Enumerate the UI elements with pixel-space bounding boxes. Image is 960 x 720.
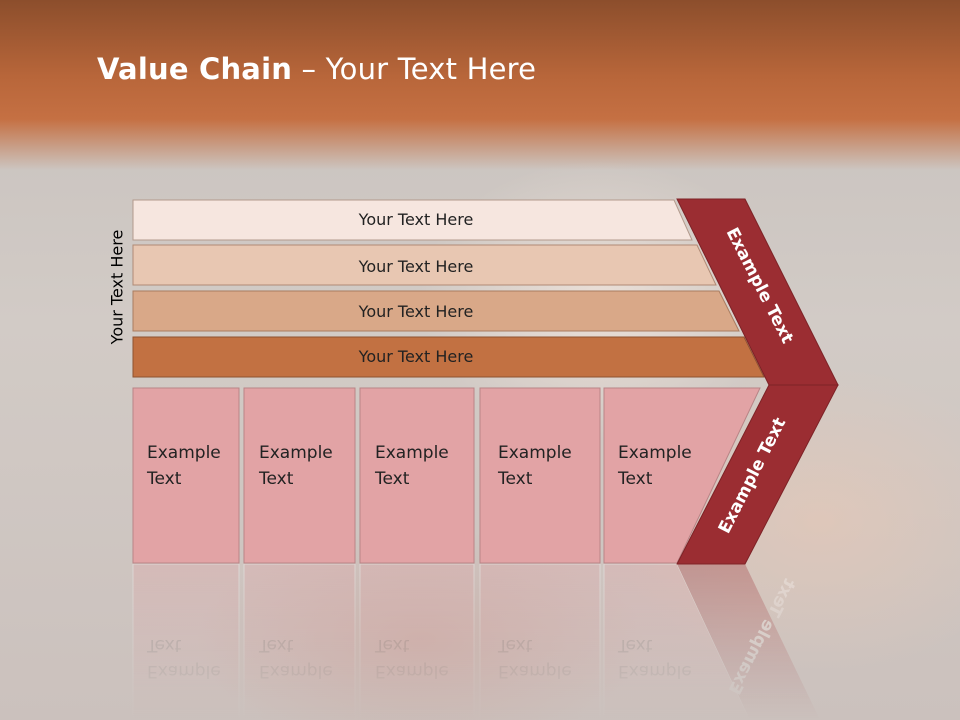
reflect-text-7: Example xyxy=(498,661,572,681)
reflect-cell-4 xyxy=(479,564,601,720)
cell-1-line2: Text xyxy=(147,469,182,489)
title-rest: – Your Text Here xyxy=(292,52,537,86)
cell-3-line2: Text xyxy=(375,469,410,489)
cell-1-line1: Example xyxy=(147,443,221,463)
cell-2-line1: Example xyxy=(259,443,333,463)
reflect-cell-5 xyxy=(603,564,751,720)
reflect-cell-3 xyxy=(359,564,475,720)
reflect-text-2: Text xyxy=(146,635,182,655)
band-2[interactable] xyxy=(132,244,717,286)
reflect-text-1: Example xyxy=(147,661,221,681)
cell-1[interactable] xyxy=(132,387,240,564)
reflect-text-6: Text xyxy=(374,635,410,655)
slide-title: Value Chain – Your Text Here xyxy=(97,52,536,86)
cell-5-line2: Text xyxy=(618,469,653,489)
reflect-text-8: Text xyxy=(497,635,533,655)
reflect-cell-2 xyxy=(243,564,356,720)
cell-4-line1: Example xyxy=(498,443,572,463)
reflection-shapes: Example Text Example Text Example Text E… xyxy=(132,564,820,720)
band-2-label: Your Text Here xyxy=(358,257,474,276)
diagram-reflection: Example Text Example Text Example Text E… xyxy=(0,564,960,720)
reflect-cell-1 xyxy=(132,564,240,720)
band-1[interactable] xyxy=(132,199,693,241)
reflect-text-4: Text xyxy=(258,635,294,655)
band-4[interactable] xyxy=(132,336,765,378)
cell-5-line1: Example xyxy=(618,443,692,463)
cell-2-line2: Text xyxy=(259,469,294,489)
band-3-label: Your Text Here xyxy=(358,302,474,321)
arrow-lower[interactable] xyxy=(676,384,839,565)
cell-3-line1: Example xyxy=(375,443,449,463)
reflect-text-9: Example xyxy=(618,661,692,681)
cell-4[interactable] xyxy=(479,387,601,564)
band-1-label: Your Text Here xyxy=(358,210,474,229)
reflect-text-5: Example xyxy=(375,661,449,681)
reflect-text-10: Text xyxy=(617,635,653,655)
header-bar xyxy=(0,0,960,170)
cell-2[interactable] xyxy=(243,387,356,564)
band-3[interactable] xyxy=(132,290,740,332)
cell-4-line2: Text xyxy=(498,469,533,489)
cell-3[interactable] xyxy=(359,387,475,564)
title-bold: Value Chain xyxy=(97,52,293,86)
band-4-label: Your Text Here xyxy=(358,347,474,366)
reflect-text-3: Example xyxy=(259,661,333,681)
reflect-arrow xyxy=(677,564,820,720)
